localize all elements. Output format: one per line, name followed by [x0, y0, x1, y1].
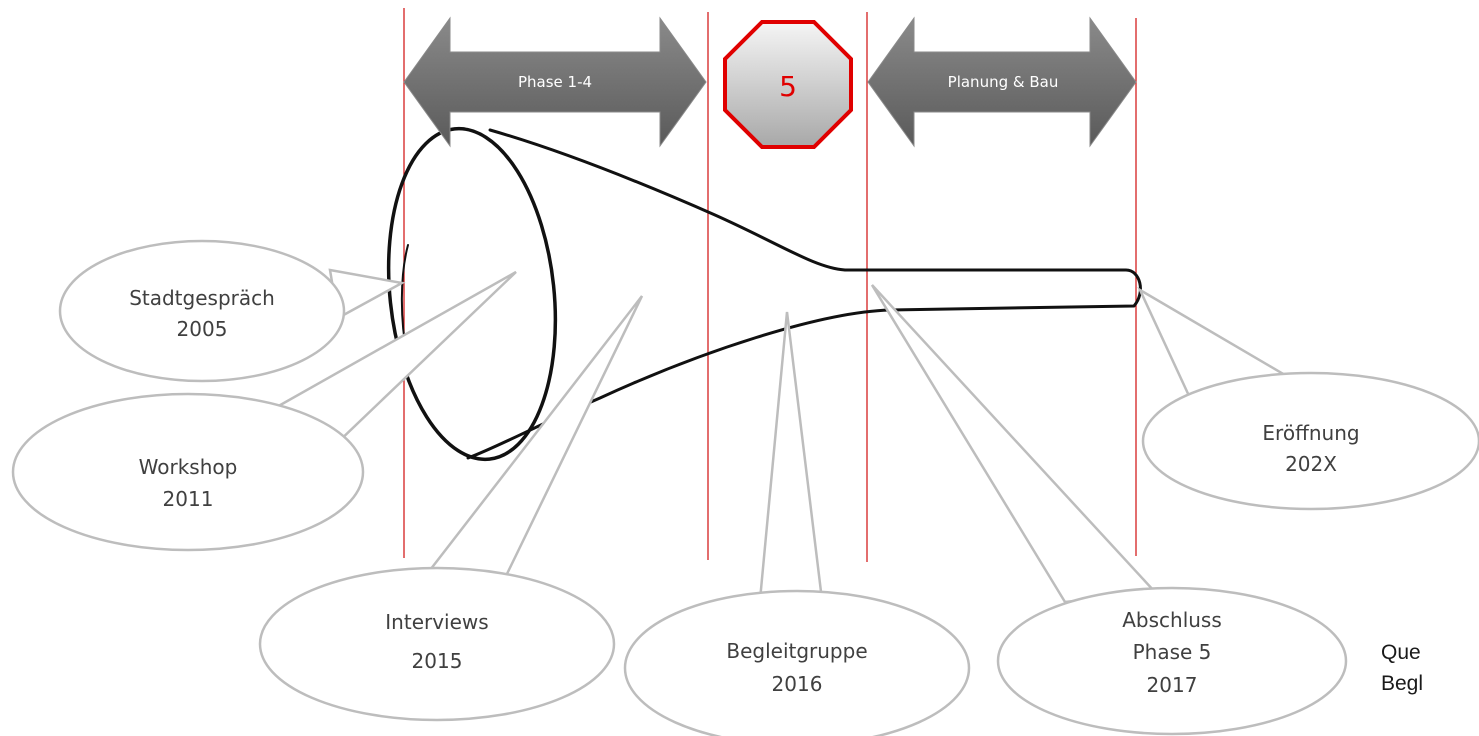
- callout-begleitgruppe: Begleitgruppe 2016: [623, 311, 971, 736]
- phase-1-4-label: Phase 1-4: [518, 73, 592, 91]
- phase-5-stop-sign: 5: [723, 20, 853, 149]
- callout-workshop-line1: Workshop: [139, 455, 238, 479]
- callout-stadtgespraech-line1: Stadtgespräch: [129, 286, 275, 310]
- callout-abschluss-line3: 2017: [1147, 673, 1198, 697]
- callout-eroeffnung: Eröffnung 202X: [1137, 286, 1479, 511]
- planung-bau-label: Planung & Bau: [948, 73, 1059, 91]
- callout-stadtgespraech-line2: 2005: [177, 317, 228, 341]
- callout-abschluss-line2: Phase 5: [1133, 640, 1212, 664]
- callout-interviews: Interviews 2015: [258, 295, 644, 722]
- callout-interviews-line1: Interviews: [385, 610, 488, 634]
- callout-workshop: Workshop 2011: [11, 270, 517, 552]
- source-note: Que Begl: [1381, 637, 1479, 699]
- phase-5-label: 5: [779, 70, 797, 103]
- callout-abschluss-line1: Abschluss: [1122, 608, 1222, 632]
- callout-workshop-line2: 2011: [163, 487, 214, 511]
- callout-stadtgespraech: Stadtgespräch 2005: [58, 239, 406, 383]
- callout-eroeffnung-line1: Eröffnung: [1262, 421, 1359, 445]
- phase-arrow-1-4: Phase 1-4: [403, 16, 707, 148]
- callout-abschluss: Abschluss Phase 5 2017: [870, 284, 1348, 736]
- callout-begleitgruppe-line2: 2016: [772, 672, 823, 696]
- source-note-line1: Que: [1381, 641, 1421, 664]
- callout-eroeffnung-line2: 202X: [1285, 452, 1337, 476]
- callout-interviews-line2: 2015: [412, 649, 463, 673]
- phase-arrow-planung-bau: Planung & Bau: [867, 16, 1137, 148]
- callout-begleitgruppe-line1: Begleitgruppe: [726, 639, 867, 663]
- source-note-line2: Begl: [1381, 672, 1424, 695]
